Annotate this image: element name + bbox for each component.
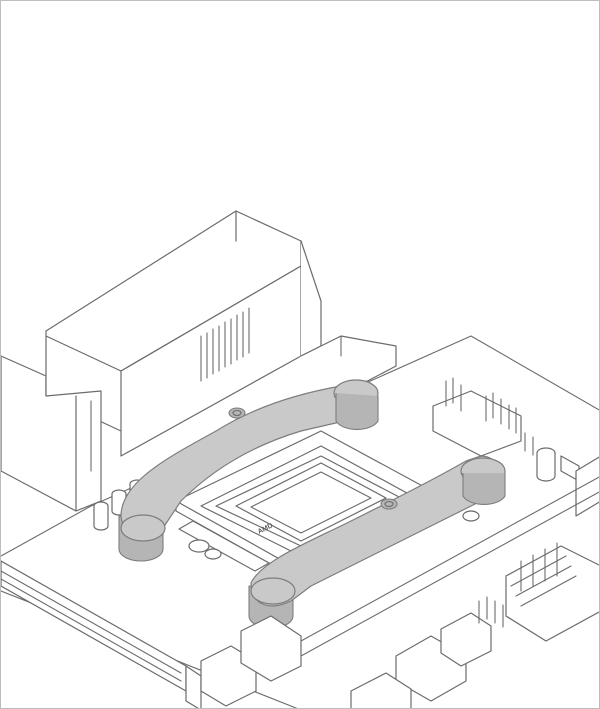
pin-header-fan <box>432 377 522 457</box>
cooler-bracket-upper <box>118 379 379 562</box>
sata-ports <box>200 596 504 708</box>
vent-slots <box>200 307 250 382</box>
pcie-slot <box>1 560 202 708</box>
cooler-bracket-lower <box>248 455 506 629</box>
capacitor <box>93 501 109 531</box>
capacitor-right <box>536 447 556 482</box>
dimm-slot <box>300 456 599 657</box>
power-connector-24pin <box>505 542 599 642</box>
